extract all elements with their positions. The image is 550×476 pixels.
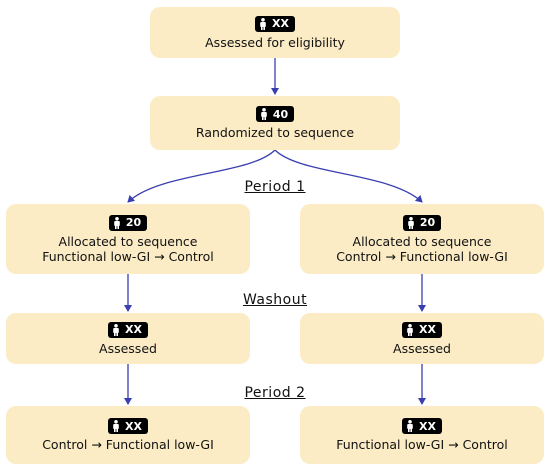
participant-count-badge: XX bbox=[108, 321, 148, 338]
participant-count: 40 bbox=[272, 107, 289, 121]
person-icon bbox=[407, 323, 413, 336]
participant-count-badge: 20 bbox=[108, 214, 148, 231]
node-label-line1: Allocated to sequence bbox=[352, 233, 492, 249]
participant-count: XX bbox=[272, 17, 289, 30]
participant-count: 20 bbox=[419, 216, 436, 229]
node-final-right: XX Functional low-GI → Control bbox=[300, 406, 544, 464]
participant-count: XX bbox=[419, 323, 436, 336]
node-allocated-left: 20 Allocated to sequence Functional low-… bbox=[6, 204, 250, 274]
arrow-randomized-to-right bbox=[274, 149, 423, 203]
period-1-label: Period 1 bbox=[244, 179, 306, 195]
washout-label: Washout bbox=[242, 292, 308, 308]
period-2-label: Period 2 bbox=[244, 385, 306, 401]
node-label-line2: Control → Functional low-GI bbox=[336, 248, 508, 264]
person-icon bbox=[261, 108, 267, 120]
participant-count: XX bbox=[419, 419, 436, 433]
participant-count-badge: XX bbox=[255, 15, 295, 32]
node-label-line1: Allocated to sequence bbox=[58, 233, 198, 249]
node-final-left: XX Control → Functional low-GI bbox=[6, 406, 250, 464]
node-assessed-for-eligibility: XX Assessed for eligibility bbox=[150, 7, 400, 58]
person-icon bbox=[407, 420, 413, 432]
participant-count-badge: XX bbox=[402, 418, 442, 434]
participant-count: XX bbox=[125, 419, 142, 433]
node-assessed-right: XX Assessed bbox=[300, 313, 544, 364]
person-icon bbox=[113, 420, 119, 432]
node-label: Assessed bbox=[393, 340, 451, 356]
node-label: Assessed for eligibility bbox=[205, 34, 345, 50]
person-icon bbox=[260, 17, 266, 30]
person-icon bbox=[114, 216, 120, 229]
node-assessed-left: XX Assessed bbox=[6, 313, 250, 364]
node-label: Assessed bbox=[99, 340, 157, 356]
node-label-line2: Functional low-GI → Control bbox=[42, 248, 214, 264]
participant-count-badge: 40 bbox=[255, 106, 295, 122]
node-label: Control → Functional low-GI bbox=[42, 437, 214, 452]
participant-count-badge: XX bbox=[402, 321, 442, 338]
participant-count: 20 bbox=[125, 216, 142, 229]
person-icon bbox=[408, 216, 414, 229]
node-allocated-right: 20 Allocated to sequence Control → Funct… bbox=[300, 204, 544, 274]
node-randomized: 40 Randomized to sequence bbox=[150, 96, 400, 150]
participant-count-badge: 20 bbox=[402, 214, 442, 231]
node-label: Functional low-GI → Control bbox=[336, 437, 508, 452]
participant-count: XX bbox=[125, 323, 142, 336]
participant-count-badge: XX bbox=[108, 418, 148, 434]
arrow-randomized-to-left bbox=[127, 149, 276, 203]
node-label: Randomized to sequence bbox=[195, 125, 355, 140]
person-icon bbox=[113, 323, 119, 336]
